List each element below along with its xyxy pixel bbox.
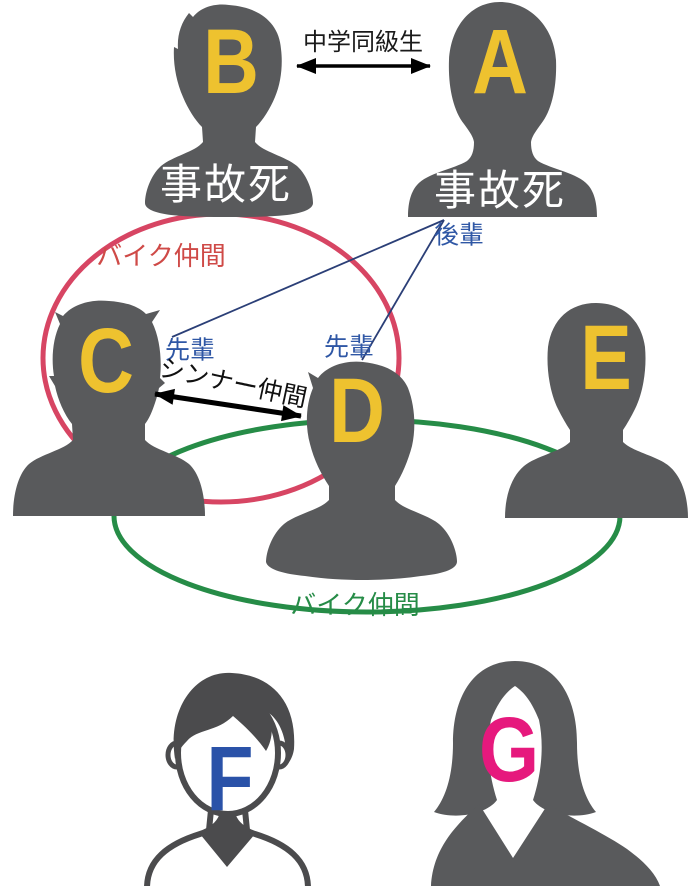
f-collar [200, 816, 255, 867]
person-a-silhouette [408, 2, 597, 217]
person-d-silhouette [266, 361, 457, 580]
kouhai-label: 後輩 [433, 221, 485, 250]
person-f-letter: F [206, 728, 254, 830]
person-a-status: 事故死 [433, 167, 567, 214]
person-e-silhouette [505, 303, 688, 518]
person-c-letter: C [78, 310, 134, 412]
g-body [431, 804, 660, 886]
person-a-letter: A [472, 11, 528, 113]
kouhai-line-to-d [361, 219, 445, 361]
kouhai-line-to-c [171, 219, 445, 338]
f-hair [173, 672, 295, 766]
g-hair [434, 661, 596, 816]
senpai-label-d: 先輩 [323, 333, 375, 362]
classmates-label: 中学同級生 [303, 29, 423, 56]
person-b-letter: B [203, 11, 259, 113]
person-c-silhouette [13, 300, 205, 516]
senpai-label-c: 先輩 [164, 336, 216, 365]
bike-group-label-pink: バイク仲間 [96, 241, 226, 271]
person-g-icon [431, 661, 660, 886]
bike-group-label-green: バイク仲間 [290, 590, 420, 620]
person-f-icon [144, 672, 311, 886]
person-g-letter: G [478, 699, 540, 801]
person-b-status: 事故死 [159, 161, 293, 208]
thinner-double-arrow [154, 388, 302, 422]
person-d-letter: D [329, 360, 385, 462]
person-b-silhouette [145, 4, 313, 217]
person-e-letter: E [580, 307, 632, 409]
g-face [477, 704, 553, 800]
